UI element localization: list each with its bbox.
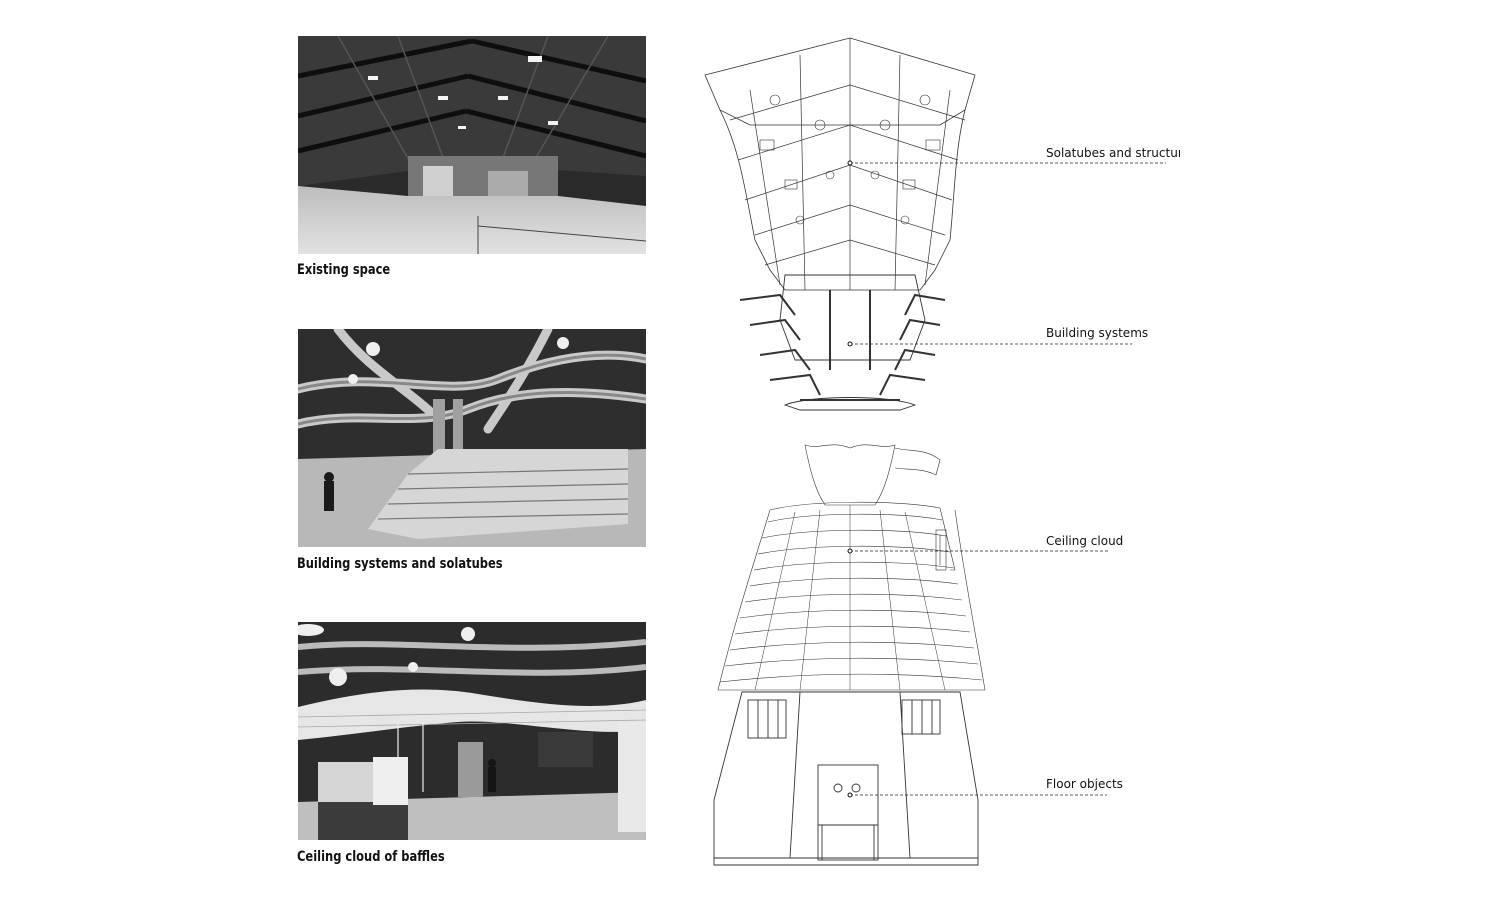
layer-roof-structure: [704, 37, 976, 291]
marker-floor-objects: [847, 792, 853, 798]
caption-ceiling-cloud: Ceiling cloud of baffles: [297, 849, 445, 865]
exploded-axonometric-diagram: Solatubes and structure Building systems…: [704, 37, 1180, 866]
marker-solatubes-structure: [847, 160, 853, 166]
photo-existing-space: [298, 36, 646, 254]
layer-ceiling-cloud: [717, 444, 986, 691]
caption-building-systems: Building systems and solatubes: [297, 556, 503, 572]
photo-building-systems: [298, 329, 646, 547]
photo-ceiling-cloud-image: [298, 622, 646, 840]
marker-building-systems: [847, 341, 853, 347]
photo-existing-space-image: [298, 36, 646, 254]
photo-building-systems-image: [298, 329, 646, 547]
label-floor-objects: Floor objects: [1046, 777, 1123, 791]
marker-ceiling-cloud: [847, 548, 853, 554]
label-ceiling-cloud: Ceiling cloud: [1046, 534, 1123, 548]
layer-floor-objects: [713, 691, 979, 866]
photo-ceiling-cloud: [298, 622, 646, 840]
layer-building-systems: [739, 274, 946, 411]
label-building-systems: Building systems: [1046, 326, 1148, 340]
caption-existing-space: Existing space: [297, 262, 391, 278]
label-solatubes-structure: Solatubes and structure: [1046, 146, 1180, 160]
